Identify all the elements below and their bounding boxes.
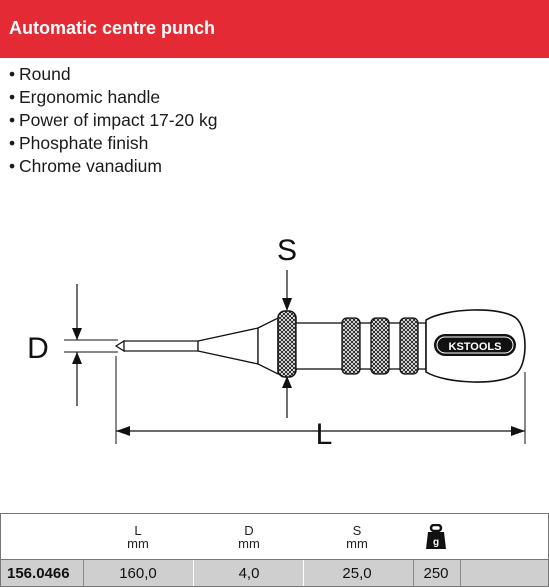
svg-text:g: g bbox=[433, 537, 439, 548]
dimension-label-d: D bbox=[27, 332, 49, 365]
cell-d: 4,0 bbox=[238, 565, 260, 582]
page-title: Automatic centre punch bbox=[9, 18, 216, 38]
feature-list: •Round •Ergonomic handle •Power of impac… bbox=[9, 63, 217, 178]
product-drawing: S D L KSTOOLS bbox=[27, 234, 526, 451]
feature-item: •Round bbox=[9, 64, 71, 84]
feature-item: •Chrome vanadium bbox=[9, 156, 162, 176]
article-number: 156.0466 bbox=[7, 565, 70, 582]
table-row: 156.0466 160,0 4,0 25,0 250 bbox=[0, 559, 549, 587]
feature-item: •Ergonomic handle bbox=[9, 87, 161, 107]
brand-logo: KSTOOLS bbox=[449, 341, 502, 353]
dimension-label-l: L bbox=[316, 418, 333, 451]
weight-icon: g bbox=[426, 524, 446, 549]
feature-item: •Power of impact 17-20 kg bbox=[9, 110, 218, 130]
cell-s: 25,0 bbox=[342, 565, 372, 582]
feature-item: •Phosphate finish bbox=[9, 133, 149, 153]
cell-l: 160,0 bbox=[119, 565, 157, 582]
dimension-label-s: S bbox=[277, 234, 297, 267]
title-bar: Automatic centre punch bbox=[0, 0, 549, 58]
cell-weight: 250 bbox=[423, 565, 449, 582]
